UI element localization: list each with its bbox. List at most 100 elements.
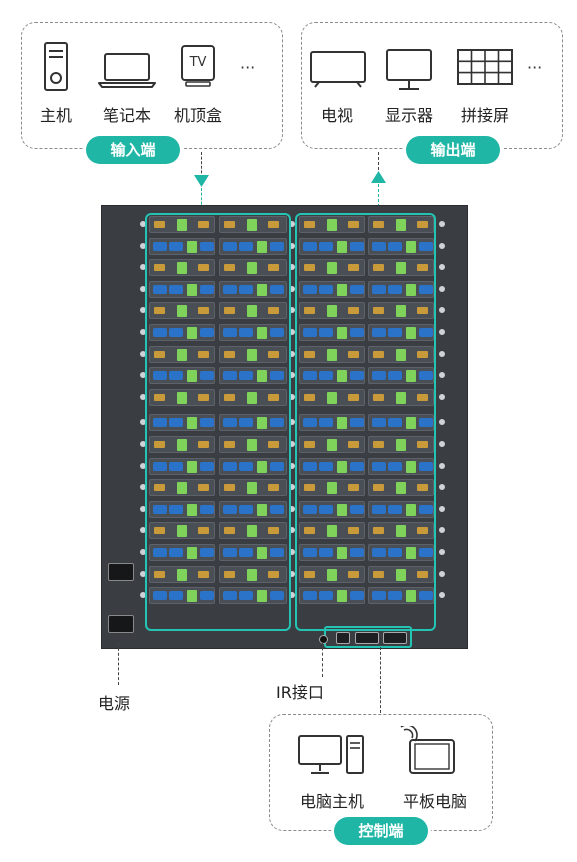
power-socket-2[interactable] — [108, 615, 134, 633]
audio-terminal[interactable] — [406, 503, 416, 516]
audio-terminal[interactable] — [327, 568, 337, 581]
vga-port[interactable] — [372, 371, 386, 381]
vga-port[interactable] — [350, 461, 364, 471]
vga-port[interactable] — [419, 591, 433, 601]
hdmi-port[interactable] — [417, 307, 428, 315]
hdmi-port[interactable] — [268, 264, 279, 272]
vga-port[interactable] — [388, 504, 402, 514]
audio-terminal[interactable] — [187, 327, 197, 339]
vga-port[interactable] — [239, 548, 253, 557]
audio-terminal[interactable] — [177, 305, 187, 318]
hdmi-port[interactable] — [268, 441, 279, 448]
audio-terminal[interactable] — [247, 348, 257, 361]
hdmi-port[interactable] — [268, 221, 279, 228]
vga-port[interactable] — [350, 418, 364, 428]
vga-port[interactable] — [388, 461, 402, 471]
vga-port[interactable] — [153, 548, 167, 557]
vga-port[interactable] — [169, 548, 183, 557]
hdmi-port[interactable] — [417, 393, 428, 401]
vga-port[interactable] — [200, 418, 214, 428]
vga-port[interactable] — [270, 241, 284, 251]
hdmi-port[interactable] — [417, 441, 428, 448]
hdmi-port[interactable] — [224, 221, 235, 228]
hdmi-port[interactable] — [198, 264, 209, 272]
hdmi-port[interactable] — [348, 441, 359, 448]
hdmi-port[interactable] — [348, 221, 359, 228]
hdmi-port[interactable] — [154, 441, 165, 448]
hdmi-port[interactable] — [373, 484, 384, 492]
audio-terminal[interactable] — [257, 283, 267, 296]
hdmi-port[interactable] — [154, 570, 165, 578]
vga-port[interactable] — [319, 241, 333, 251]
vga-port[interactable] — [239, 591, 253, 601]
vga-port[interactable] — [319, 461, 333, 471]
hdmi-port[interactable] — [373, 393, 384, 401]
hdmi-port[interactable] — [224, 527, 235, 535]
hdmi-port[interactable] — [373, 350, 384, 358]
hdmi-port[interactable] — [198, 350, 209, 358]
vga-port[interactable] — [223, 591, 237, 601]
vga-port[interactable] — [319, 371, 333, 381]
audio-terminal[interactable] — [187, 417, 197, 430]
hdmi-port[interactable] — [304, 527, 315, 535]
vga-port[interactable] — [350, 328, 364, 337]
hdmi-port[interactable] — [304, 441, 315, 448]
audio-terminal[interactable] — [177, 262, 187, 275]
vga-port[interactable] — [200, 284, 214, 294]
hdmi-port[interactable] — [373, 221, 384, 228]
vga-port[interactable] — [153, 328, 167, 337]
hdmi-port[interactable] — [373, 264, 384, 272]
vga-port[interactable] — [169, 241, 183, 251]
vga-port[interactable] — [169, 504, 183, 514]
audio-terminal[interactable] — [396, 305, 406, 318]
audio-terminal[interactable] — [396, 262, 406, 275]
audio-terminal[interactable] — [177, 219, 187, 231]
vga-port[interactable] — [153, 241, 167, 251]
hdmi-port[interactable] — [348, 307, 359, 315]
vga-port[interactable] — [239, 504, 253, 514]
audio-terminal[interactable] — [187, 590, 197, 603]
vga-port[interactable] — [319, 548, 333, 557]
vga-port[interactable] — [319, 418, 333, 428]
audio-terminal[interactable] — [247, 525, 257, 538]
vga-port[interactable] — [270, 371, 284, 381]
vga-port[interactable] — [372, 461, 386, 471]
audio-terminal[interactable] — [177, 482, 187, 495]
audio-terminal[interactable] — [396, 568, 406, 581]
vga-port[interactable] — [388, 418, 402, 428]
audio-terminal[interactable] — [337, 460, 347, 473]
audio-terminal[interactable] — [327, 348, 337, 361]
power-socket-1[interactable] — [108, 563, 134, 581]
hdmi-port[interactable] — [417, 264, 428, 272]
audio-terminal[interactable] — [396, 348, 406, 361]
hdmi-port[interactable] — [154, 307, 165, 315]
vga-port[interactable] — [319, 591, 333, 601]
audio-terminal[interactable] — [406, 547, 416, 559]
vga-port[interactable] — [319, 504, 333, 514]
vga-port[interactable] — [303, 418, 317, 428]
hdmi-port[interactable] — [348, 393, 359, 401]
vga-port[interactable] — [372, 241, 386, 251]
vga-port[interactable] — [169, 591, 183, 601]
vga-port[interactable] — [200, 591, 214, 601]
vga-port[interactable] — [419, 504, 433, 514]
audio-terminal[interactable] — [327, 219, 337, 231]
hdmi-port[interactable] — [154, 484, 165, 492]
audio-terminal[interactable] — [406, 327, 416, 339]
audio-terminal[interactable] — [187, 547, 197, 559]
rs232-port-2[interactable] — [383, 632, 407, 644]
vga-port[interactable] — [388, 591, 402, 601]
hdmi-port[interactable] — [224, 484, 235, 492]
hdmi-port[interactable] — [268, 350, 279, 358]
audio-terminal[interactable] — [247, 439, 257, 451]
vga-port[interactable] — [239, 461, 253, 471]
audio-terminal[interactable] — [257, 503, 267, 516]
vga-port[interactable] — [200, 371, 214, 381]
audio-terminal[interactable] — [327, 439, 337, 451]
hdmi-port[interactable] — [373, 307, 384, 315]
hdmi-port[interactable] — [198, 441, 209, 448]
vga-port[interactable] — [372, 591, 386, 601]
vga-port[interactable] — [350, 241, 364, 251]
audio-terminal[interactable] — [396, 482, 406, 495]
hdmi-port[interactable] — [224, 264, 235, 272]
